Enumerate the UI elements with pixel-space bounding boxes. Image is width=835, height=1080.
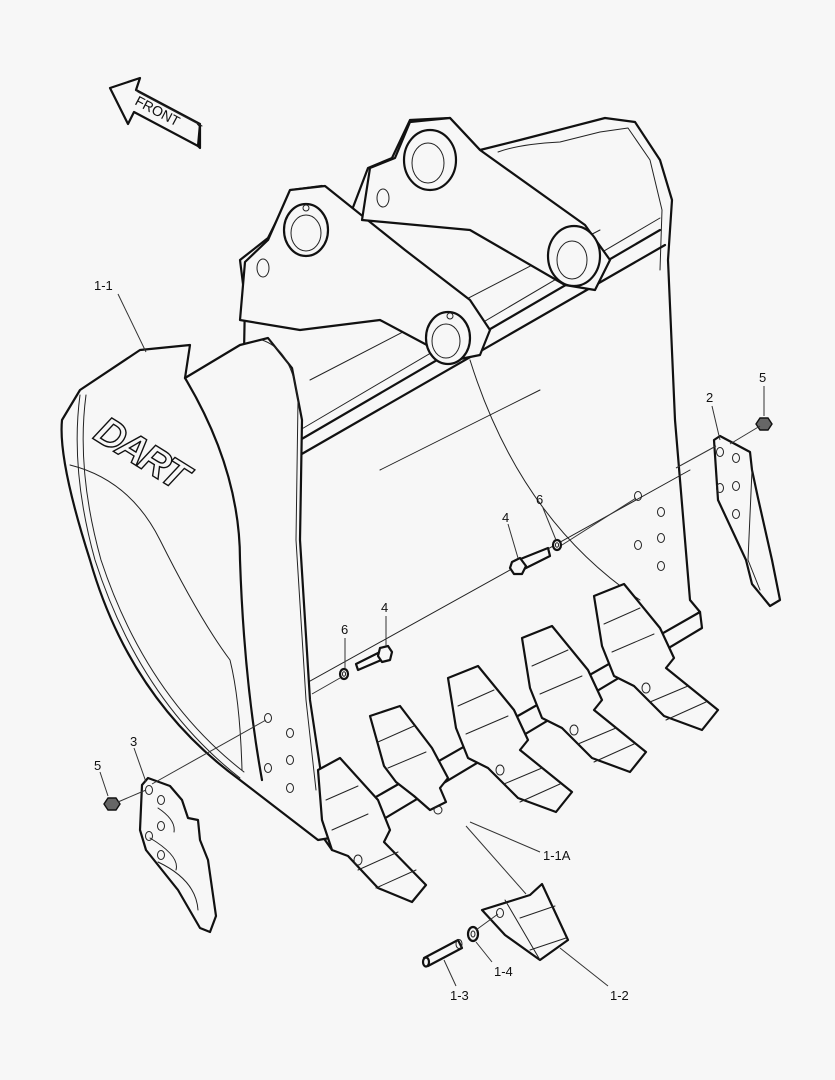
left-side-plate: DART xyxy=(60,336,332,842)
callout-6-left: 6 xyxy=(341,622,348,637)
washer-right xyxy=(551,538,563,552)
callout-1-4: 1-4 xyxy=(494,964,513,979)
side-cutter-right xyxy=(712,434,782,608)
leader-lines xyxy=(99,293,765,987)
callout-3: 3 xyxy=(130,734,137,749)
washer-left xyxy=(338,667,350,681)
nut-left xyxy=(103,797,121,811)
callout-4-right: 4 xyxy=(502,510,509,525)
bolt-left xyxy=(354,644,394,672)
callout-labels: 1-1 1-1A 1-2 1-3 1-4 2 3 4 4 5 5 6 6 xyxy=(94,278,766,1003)
pin-boss-1 xyxy=(282,202,330,258)
tooth xyxy=(520,624,648,774)
left-bolt-holes xyxy=(264,713,294,793)
callout-1-3: 1-3 xyxy=(450,988,469,1003)
left-arrow-icon xyxy=(108,76,203,150)
hinge-ears xyxy=(238,116,612,366)
callout-2: 2 xyxy=(706,390,713,405)
nut-right xyxy=(755,417,773,431)
tooth-point xyxy=(480,882,570,962)
pin-boss-4 xyxy=(424,310,472,366)
pin-washer xyxy=(466,925,480,943)
side-cutter-left xyxy=(138,776,218,934)
bolt-right xyxy=(508,546,552,576)
pin-boss-2 xyxy=(402,128,458,192)
tooth xyxy=(368,704,450,815)
tooth xyxy=(446,664,574,814)
callout-1-2: 1-2 xyxy=(610,988,629,1003)
callout-4-left: 4 xyxy=(381,600,388,615)
right-bolt-holes xyxy=(634,491,665,571)
tooth xyxy=(316,756,428,904)
callout-1-1: 1-1 xyxy=(94,278,113,293)
callout-5-left: 5 xyxy=(94,758,101,773)
front-direction-arrow: FRONT xyxy=(108,76,203,150)
tooth-pin xyxy=(421,938,464,968)
teeth-row xyxy=(316,582,720,904)
callout-6-right: 6 xyxy=(536,492,543,507)
pin-boss-3 xyxy=(546,224,602,288)
callout-5-right: 5 xyxy=(759,370,766,385)
tooth xyxy=(592,582,720,732)
callout-1-1a: 1-1A xyxy=(543,848,571,863)
